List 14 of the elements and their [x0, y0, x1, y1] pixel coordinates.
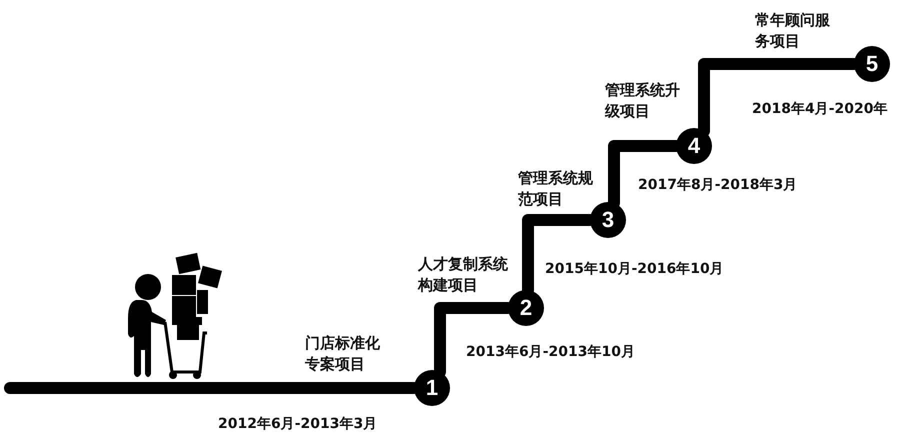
- project-title: 管理系统升级项目: [605, 80, 681, 122]
- date-range: 2012年6月-2013年3月: [218, 415, 378, 433]
- project-title: 门店标准化专案项目: [305, 333, 381, 375]
- date-range: 2017年8月-2018年3月: [638, 176, 798, 194]
- project-title: 常年顾问服务项目: [755, 10, 831, 52]
- project-title: 人才复制系统构建项目: [418, 254, 509, 296]
- step-number-circle: 1: [414, 370, 450, 406]
- step-number-circle: 5: [854, 46, 890, 82]
- step-number-circle: 2: [508, 290, 544, 326]
- date-range: 2013年6月-2013年10月: [466, 343, 635, 361]
- date-range: 2015年10月-2016年10月: [545, 260, 724, 278]
- step-number-circle: 4: [676, 128, 712, 164]
- date-range: 2018年4月-2020年: [752, 100, 888, 118]
- step-number-circle: 3: [590, 202, 626, 238]
